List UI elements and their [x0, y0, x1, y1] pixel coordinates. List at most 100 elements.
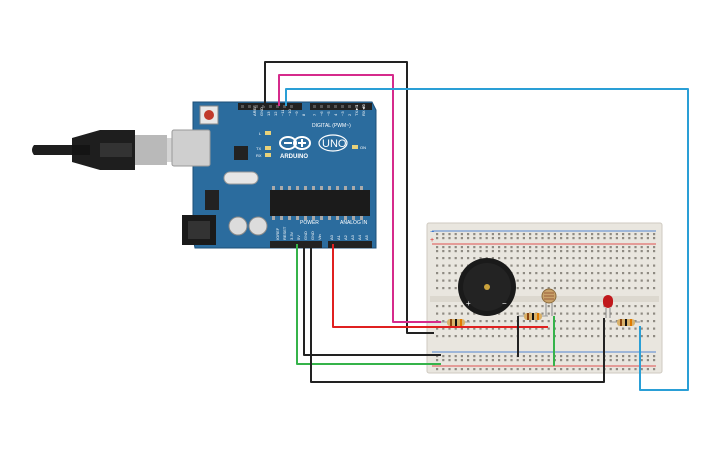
breadboard-hole[interactable] [535, 359, 538, 362]
breadboard-hole[interactable] [584, 257, 587, 260]
breadboard-hole[interactable] [529, 335, 532, 338]
breadboard-hole[interactable] [615, 355, 618, 358]
breadboard-hole[interactable] [454, 368, 457, 371]
breadboard-hole[interactable] [566, 287, 569, 290]
breadboard-hole[interactable] [460, 237, 463, 240]
breadboard-hole[interactable] [547, 250, 550, 253]
breadboard-hole[interactable] [460, 355, 463, 358]
breadboard-hole[interactable] [510, 237, 513, 240]
breadboard-hole[interactable] [485, 368, 488, 371]
breadboard-hole[interactable] [591, 279, 594, 282]
breadboard-hole[interactable] [622, 368, 625, 371]
breadboard-hole[interactable] [640, 312, 643, 315]
breadboard-hole[interactable] [560, 312, 563, 315]
breadboard-hole[interactable] [460, 250, 463, 253]
breadboard-hole[interactable] [653, 355, 656, 358]
breadboard-hole[interactable] [609, 335, 612, 338]
breadboard-hole[interactable] [603, 264, 606, 267]
breadboard-hole[interactable] [467, 257, 470, 260]
breadboard-hole[interactable] [591, 250, 594, 253]
breadboard-hole[interactable] [529, 327, 532, 330]
breadboard-hole[interactable] [646, 355, 649, 358]
breadboard-hole[interactable] [460, 312, 463, 315]
breadboard-hole[interactable] [646, 233, 649, 236]
breadboard-hole[interactable] [529, 320, 532, 323]
breadboard-hole[interactable] [634, 257, 637, 260]
breadboard-hole[interactable] [535, 305, 538, 308]
breadboard-hole[interactable] [436, 257, 439, 260]
breadboard-hole[interactable] [516, 233, 519, 236]
breadboard-hole[interactable] [491, 233, 494, 236]
breadboard-hole[interactable] [473, 320, 476, 323]
breadboard-hole[interactable] [653, 335, 656, 338]
breadboard-hole[interactable] [442, 272, 445, 275]
arduino-uno-board[interactable]: AREF GND 13 12 ~11 ~10 ~9 8 7 ~6 ~5 4 ~3… [171, 101, 377, 249]
breadboard-hole[interactable] [547, 246, 550, 249]
breadboard-hole[interactable] [436, 233, 439, 236]
breadboard-hole[interactable] [622, 250, 625, 253]
breadboard-hole[interactable] [603, 233, 606, 236]
breadboard-hole[interactable] [460, 368, 463, 371]
breadboard-hole[interactable] [491, 327, 494, 330]
breadboard-hole[interactable] [597, 264, 600, 267]
breadboard-hole[interactable] [504, 327, 507, 330]
breadboard-hole[interactable] [436, 305, 439, 308]
breadboard-hole[interactable] [473, 257, 476, 260]
breadboard-hole[interactable] [597, 312, 600, 315]
breadboard-hole[interactable] [566, 257, 569, 260]
breadboard-hole[interactable] [603, 237, 606, 240]
breadboard-hole[interactable] [615, 237, 618, 240]
breadboard-hole[interactable] [634, 359, 637, 362]
breadboard-hole[interactable] [498, 233, 501, 236]
breadboard-hole[interactable] [467, 359, 470, 362]
breadboard-hole[interactable] [547, 237, 550, 240]
breadboard-hole[interactable] [491, 355, 494, 358]
breadboard-hole[interactable] [578, 368, 581, 371]
breadboard-hole[interactable] [541, 327, 544, 330]
breadboard-hole[interactable] [578, 257, 581, 260]
breadboard-hole[interactable] [436, 246, 439, 249]
breadboard-hole[interactable] [448, 257, 451, 260]
breadboard-hole[interactable] [504, 237, 507, 240]
breadboard-hole[interactable] [442, 305, 445, 308]
breadboard-hole[interactable] [479, 257, 482, 260]
breadboard-hole[interactable] [473, 355, 476, 358]
breadboard-hole[interactable] [646, 272, 649, 275]
breadboard-hole[interactable] [510, 368, 513, 371]
breadboard-hole[interactable] [479, 233, 482, 236]
breadboard-hole[interactable] [553, 264, 556, 267]
breadboard-hole[interactable] [634, 368, 637, 371]
breadboard-hole[interactable] [566, 250, 569, 253]
breadboard-hole[interactable] [584, 279, 587, 282]
breadboard-hole[interactable] [646, 279, 649, 282]
breadboard-hole[interactable] [634, 237, 637, 240]
breadboard-hole[interactable] [467, 368, 470, 371]
breadboard-hole[interactable] [454, 250, 457, 253]
breadboard-hole[interactable] [522, 233, 525, 236]
breadboard-hole[interactable] [479, 250, 482, 253]
breadboard-hole[interactable] [442, 368, 445, 371]
breadboard-hole[interactable] [504, 257, 507, 260]
breadboard-hole[interactable] [498, 312, 501, 315]
breadboard-hole[interactable] [615, 312, 618, 315]
breadboard-hole[interactable] [560, 368, 563, 371]
breadboard-hole[interactable] [448, 264, 451, 267]
breadboard-hole[interactable] [467, 233, 470, 236]
breadboard-hole[interactable] [572, 355, 575, 358]
breadboard-hole[interactable] [628, 250, 631, 253]
breadboard-hole[interactable] [516, 279, 519, 282]
breadboard-hole[interactable] [566, 368, 569, 371]
breadboard-hole[interactable] [522, 237, 525, 240]
breadboard-hole[interactable] [436, 272, 439, 275]
breadboard-hole[interactable] [597, 279, 600, 282]
breadboard-hole[interactable] [591, 233, 594, 236]
breadboard-hole[interactable] [436, 250, 439, 253]
breadboard-hole[interactable] [516, 264, 519, 267]
breadboard-hole[interactable] [591, 359, 594, 362]
breadboard-hole[interactable] [560, 257, 563, 260]
breadboard-hole[interactable] [454, 359, 457, 362]
breadboard-hole[interactable] [597, 272, 600, 275]
breadboard-hole[interactable] [584, 335, 587, 338]
breadboard-hole[interactable] [584, 287, 587, 290]
breadboard-hole[interactable] [578, 233, 581, 236]
